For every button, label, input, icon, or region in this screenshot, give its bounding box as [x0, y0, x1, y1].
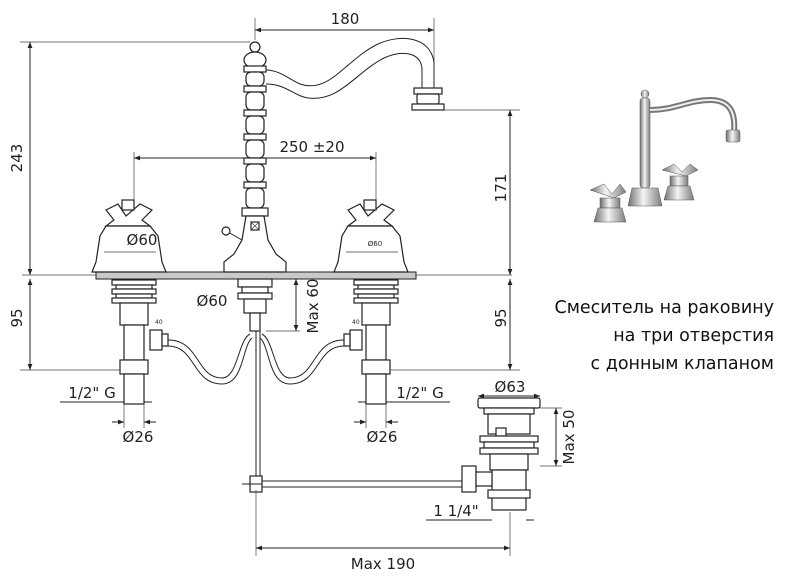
dim-171-label: 171 — [492, 174, 510, 203]
dim-drain-diam: Ø63 — [478, 378, 540, 399]
dim-243-label: 243 — [8, 144, 26, 173]
right-thread-label: 1/2" G — [396, 384, 443, 402]
right-thread-dim: 1/2" G — [358, 384, 450, 403]
countertop — [95, 271, 417, 280]
right-cross-handle-icon: Ø60 — [333, 199, 409, 273]
drain-thread-label: 1 1/4" — [433, 502, 478, 520]
right-valve-body: 40 — [343, 279, 399, 405]
drain-valve-icon — [242, 397, 541, 511]
caption-line-2: на три отверстия — [613, 326, 774, 346]
center-diam-label: Ø60 — [197, 292, 228, 310]
left-diam26-dim: Ø26 — [112, 404, 156, 446]
faucet-photo — [589, 89, 741, 223]
dim-95-left: 95 — [8, 279, 120, 371]
drain-max50-label: Max 50 — [560, 410, 578, 465]
dim-max60-label: Max 60 — [304, 279, 322, 334]
dim-180: 180 — [254, 10, 435, 84]
dim-95-right-label: 95 — [492, 308, 510, 327]
right-diam26-label: Ø26 — [367, 428, 398, 446]
dim-95-left-label: 95 — [8, 308, 26, 327]
left-valve-body: 40 — [111, 279, 169, 405]
dim-max190: Max 190 — [255, 490, 511, 573]
right-diam26-dim: Ø26 — [354, 404, 398, 446]
dim-max60: Max 60 — [266, 279, 322, 334]
small-40-right: 40 — [352, 319, 360, 326]
left-diam-label: Ø60 — [127, 231, 158, 249]
drain-diam-label: Ø63 — [495, 378, 526, 396]
dim-180-label: 180 — [331, 10, 360, 28]
dim-drain-thread: 1 1/4" — [426, 502, 534, 521]
dim-95-right: 95 — [390, 279, 520, 371]
right-diam-small-label: Ø60 — [368, 240, 382, 248]
center-shank — [167, 278, 345, 486]
dim-171: 171 — [440, 109, 520, 275]
left-cross-handle-icon: Ø60 — [91, 199, 167, 273]
spout-icon — [221, 37, 445, 273]
caption-line-1: Смеситель на раковину — [554, 298, 774, 318]
caption-line-3: с донным клапаном — [590, 354, 774, 374]
max190-label: Max 190 — [351, 555, 415, 573]
dim-250-label: 250 ±20 — [279, 138, 344, 156]
small-40-left: 40 — [155, 319, 163, 326]
left-thread-dim: 1/2" G — [60, 384, 152, 403]
left-diam26-label: Ø26 — [123, 428, 154, 446]
dim-drain-max50: Max 50 — [540, 407, 578, 467]
dim-243: 243 — [8, 41, 250, 275]
product-caption: Смеситель на раковину на три отверстия с… — [554, 294, 774, 378]
left-thread-label: 1/2" G — [68, 384, 115, 402]
